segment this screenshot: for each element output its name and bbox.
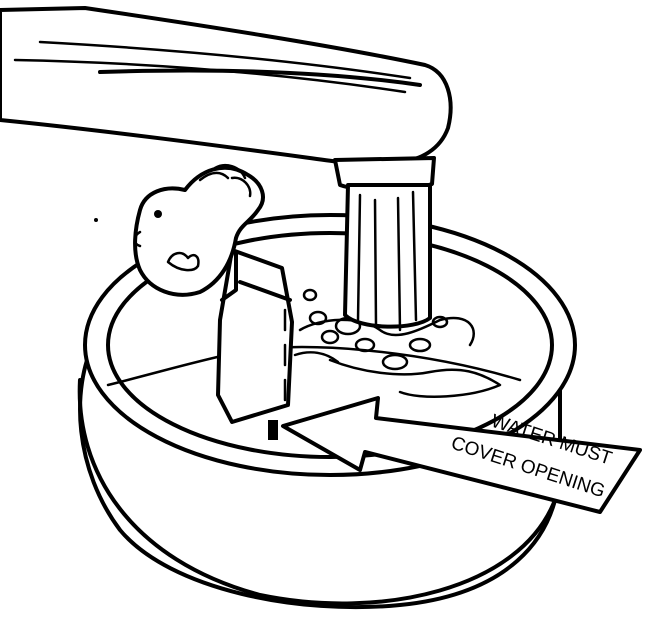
water-opening — [268, 420, 278, 440]
faucet — [0, 8, 451, 190]
faucet-spout — [0, 8, 451, 162]
bird-eye-icon — [154, 210, 162, 218]
stream-line — [375, 200, 376, 325]
reservoir-tower — [218, 250, 292, 422]
speck — [94, 218, 98, 222]
water-stream — [345, 185, 430, 330]
